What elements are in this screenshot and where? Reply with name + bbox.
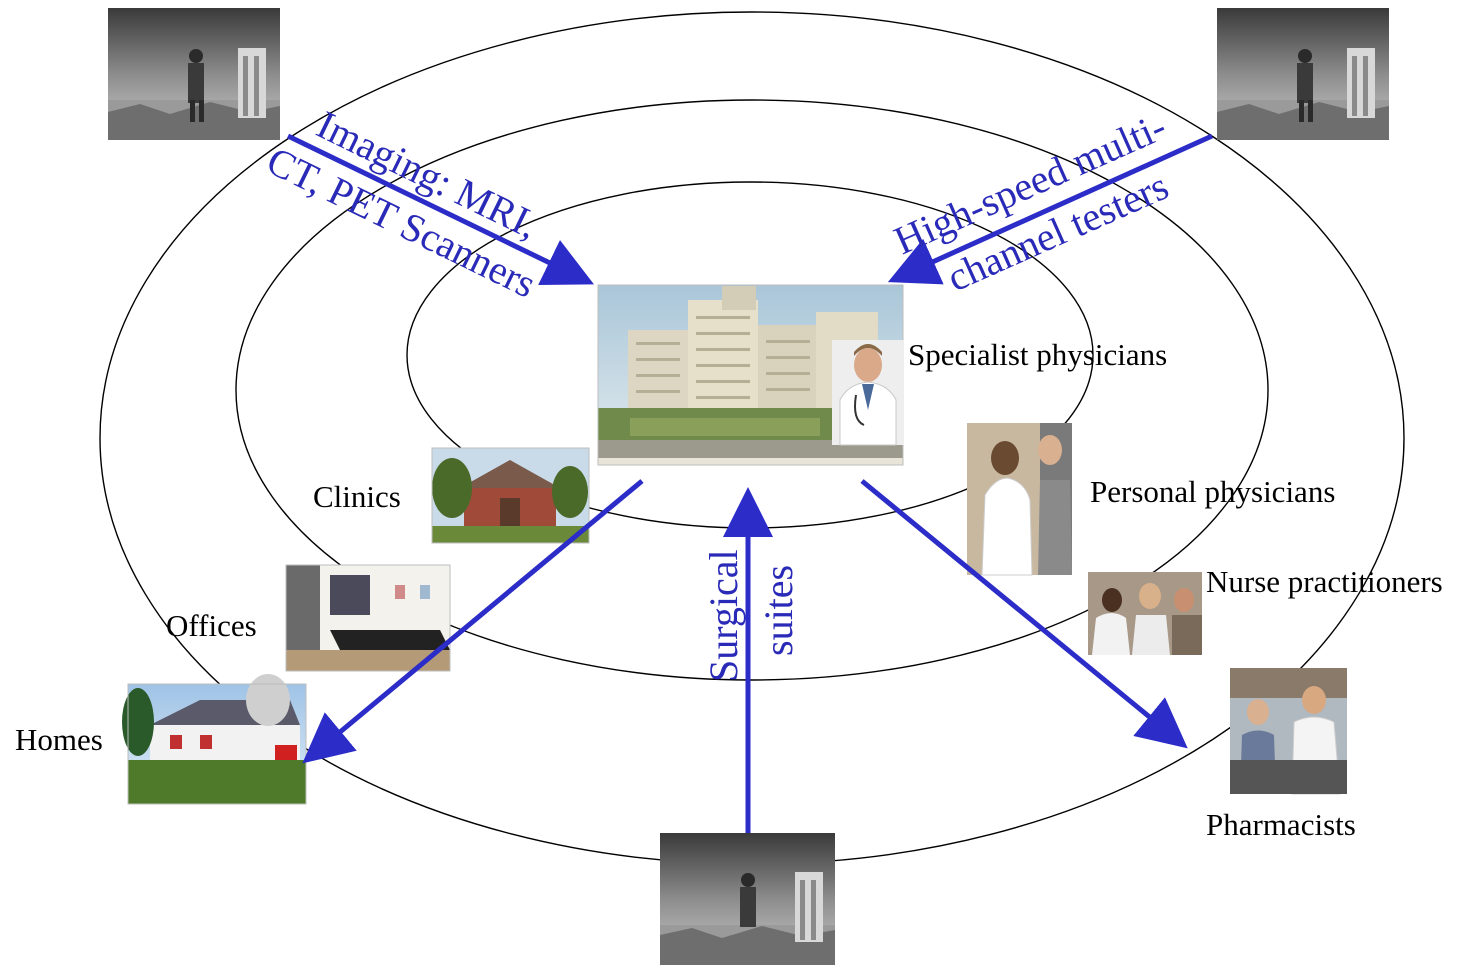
office-photo bbox=[285, 564, 451, 672]
home-photo bbox=[122, 674, 307, 805]
surgical-label-line1: Surgical bbox=[701, 549, 746, 682]
personal-physicians-label: Personal physicians bbox=[1090, 474, 1335, 509]
middle-ring bbox=[235, 99, 1269, 681]
field-photo-top-right bbox=[1217, 8, 1389, 140]
homes-label: Homes bbox=[15, 722, 103, 757]
pharmacist-photo bbox=[1230, 668, 1347, 795]
surgical-label-line2: suites bbox=[756, 565, 801, 656]
clinics-label: Clinics bbox=[313, 479, 401, 514]
arrow-imaging bbox=[286, 133, 594, 286]
arrow-to-pharmacists bbox=[860, 479, 1188, 749]
personal-physician-photo bbox=[967, 423, 1072, 576]
field-photo-top-left bbox=[108, 8, 280, 140]
field-photo-bottom bbox=[660, 833, 835, 965]
clinic-photo bbox=[431, 447, 590, 544]
specialist-physicians-label: Specialist physicians bbox=[908, 337, 1167, 372]
nurse-practitioner-photo bbox=[1088, 572, 1202, 655]
arrows bbox=[286, 133, 1214, 833]
surgical-label: Surgical suites bbox=[701, 549, 801, 682]
arrow-testers bbox=[887, 133, 1214, 285]
offices-label: Offices bbox=[166, 608, 257, 643]
imaging-label: Imaging: MRI, CT, PET Scanners bbox=[260, 102, 545, 307]
doctor-photo bbox=[832, 340, 904, 446]
pharmacists-label: Pharmacists bbox=[1206, 807, 1356, 842]
testers-label: High-speed multi- channel testers bbox=[887, 103, 1174, 300]
nurse-practitioners-label: Nurse practitioners bbox=[1206, 564, 1443, 599]
arrow-to-homes bbox=[302, 479, 644, 764]
